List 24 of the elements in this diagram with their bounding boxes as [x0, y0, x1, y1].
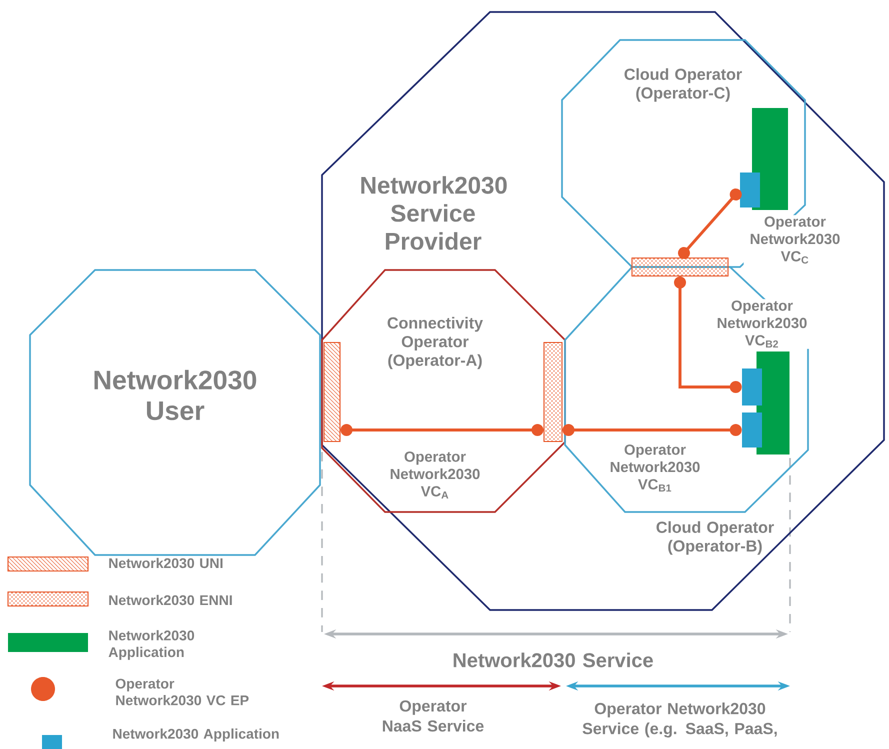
- legend-label: Operator Network2030 VC EP: [116, 678, 249, 706]
- node-label: Cloud Operator (Operator-B): [656, 521, 774, 555]
- connector: [340, 424, 544, 436]
- enni-bar: [631, 257, 729, 277]
- interface-block: [742, 368, 762, 406]
- uni-bar: [323, 342, 341, 442]
- interface-block: [740, 172, 760, 208]
- interface-block: [742, 412, 762, 448]
- dimension-label: Network2030 Service: [454, 652, 653, 668]
- dimension-label: Operator Network2030 Service (e.g. SaaS, PaaS,: [582, 702, 777, 738]
- enni-bar: [543, 342, 563, 442]
- application-block: [752, 108, 788, 210]
- connector: [562, 424, 742, 436]
- legend-label: Network2030 ENNI: [109, 594, 232, 606]
- octagon: Network2030 User: [29, 269, 321, 556]
- connector: [678, 188, 742, 259]
- legend-label: Network2030 UNI: [109, 558, 222, 568]
- connector: [674, 276, 742, 393]
- legend-label: Network2030 Application: [113, 728, 279, 742]
- edge-label: Operator Network2030 VC$_{B1}$: [610, 444, 700, 492]
- dimension-label: Operator NaaS Service: [382, 700, 484, 732]
- edge-label: Operator Network2030 VC$_{B2}$: [718, 300, 807, 348]
- legend-label: Network2030 Application: [108, 630, 194, 660]
- edge-label: Operator Network2030 VC$_{A}$: [390, 451, 480, 499]
